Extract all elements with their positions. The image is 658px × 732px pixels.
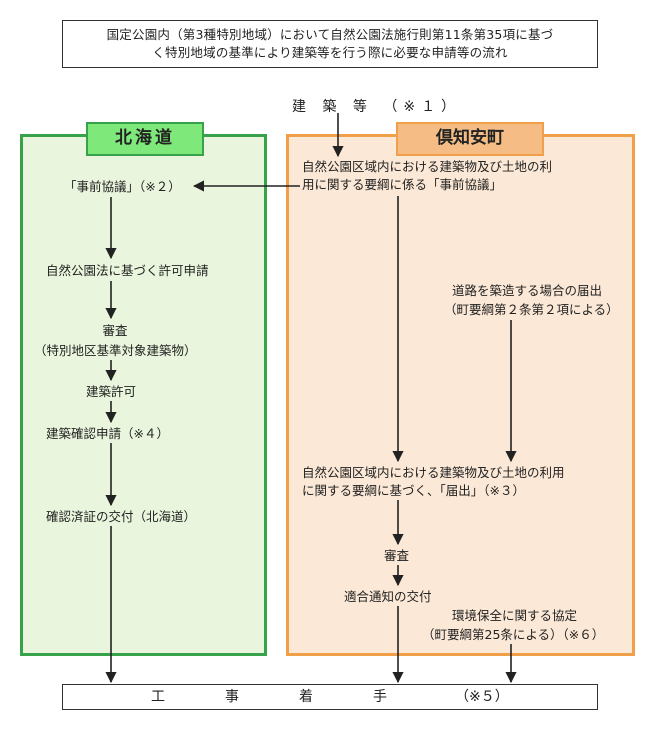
kutchan-agreement-line1: 環境保全に関する協定 bbox=[452, 608, 578, 623]
hokkaido-review: 審査 bbox=[102, 323, 128, 338]
construction-start-char-1: 工 bbox=[151, 689, 165, 705]
construction-start-char-2: 事 bbox=[225, 689, 239, 705]
hokkaido-panel-title: 北海道 bbox=[86, 122, 204, 156]
hokkaido-confirmation-application: 建築確認申請（※４） bbox=[46, 426, 169, 441]
kutchan-conformity-notice: 適合通知の交付 bbox=[344, 589, 432, 604]
start-label: 建 築 等 （※１） bbox=[292, 99, 462, 115]
hokkaido-review-note: （特別地区基準対象建築物） bbox=[34, 343, 197, 358]
construction-start-note: （※５） bbox=[455, 689, 509, 705]
flow-title-box: 国定公園内（第3種特別地域）において自然公園法施行則第11条第35項に基づ く特… bbox=[62, 20, 598, 68]
kutchan-panel-title: 倶知安町 bbox=[396, 122, 544, 156]
kutchan-panel bbox=[286, 134, 635, 656]
flow-title-line2: く特別地域の基準により建築等を行う際に必要な申請等の流れ bbox=[152, 45, 508, 60]
hokkaido-building-permit: 建築許可 bbox=[86, 384, 137, 399]
hokkaido-prior-consultation: 「事前協議」（※２） bbox=[64, 179, 181, 194]
hokkaido-permit-application: 自然公園法に基づく許可申請 bbox=[46, 263, 209, 278]
kutchan-prior-consultation-line2: 用に関する要綱に係る「事前協議」 bbox=[302, 177, 503, 192]
construction-start-box: 工 事 着 手 （※５） bbox=[62, 684, 598, 710]
hokkaido-certificate-issue: 確認済証の交付（北海道） bbox=[46, 509, 197, 524]
flow-title-line1: 国定公園内（第3種特別地域）において自然公園法施行則第11条第35項に基づ bbox=[106, 27, 554, 42]
kutchan-agreement-line2: （町要綱第25条による）（※６） bbox=[422, 627, 605, 642]
kutchan-road-notice-line1: 道路を築造する場合の届出 bbox=[452, 283, 603, 298]
kutchan-prior-consultation-line1: 自然公園区域内における建築物及び土地の利 bbox=[302, 159, 553, 174]
construction-start-char-4: 手 bbox=[373, 689, 387, 705]
construction-start-char-3: 着 bbox=[299, 689, 313, 705]
kutchan-notification-line1: 自然公園区域内における建築物及び土地の利用 bbox=[302, 465, 565, 480]
kutchan-review: 審査 bbox=[384, 548, 410, 563]
kutchan-road-notice-line2: （町要綱第２条第２項による） bbox=[444, 302, 619, 317]
kutchan-notification-line2: に関する要綱に基づく、「届出」（※３） bbox=[302, 483, 525, 498]
